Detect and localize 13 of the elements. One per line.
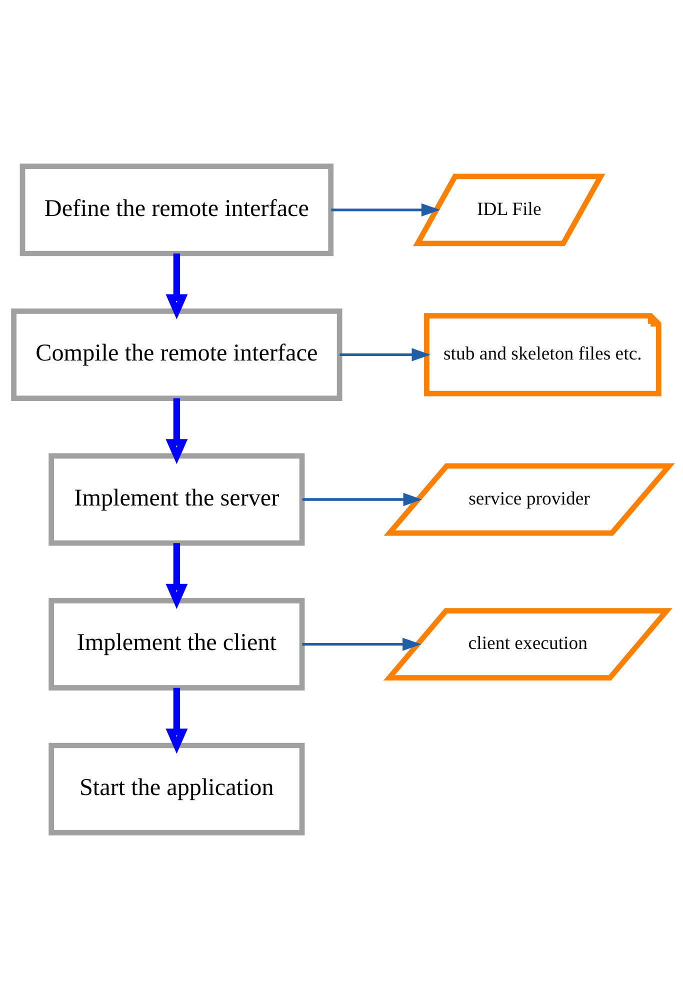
node-box: Start the application [48,742,305,836]
arrow [302,638,422,651]
arrow [302,492,422,506]
node-box: Implement the client [48,598,305,691]
arrow [166,254,188,320]
node-box: Implement the server [48,453,305,546]
arrow [331,203,440,217]
arrow [166,398,188,464]
node-box: Define the remote interface [20,164,334,256]
arrow [340,348,431,362]
arrow [166,543,188,609]
arrow [166,688,188,754]
node-box: Compile the remote interface [11,308,342,401]
